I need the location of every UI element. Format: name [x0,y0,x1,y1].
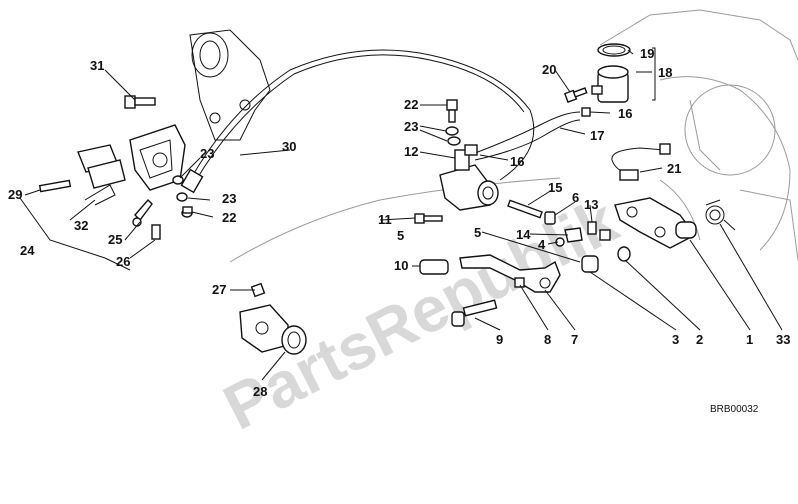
diagram-code: BRB00032 [710,404,759,415]
callout-16-b: 16 [618,106,632,121]
callout-labels: 31 30 23 23 22 29 32 25 24 26 22 23 12 1… [8,46,790,399]
callout-26: 29 [8,187,22,202]
callout-27: 30 [282,139,296,154]
brake-hose [180,49,535,194]
callout-1: 1 [746,332,753,347]
clutch-slave-cylinder [239,282,307,355]
callout-22-a: 22 [222,210,236,225]
callout-16-a: 16 [510,154,524,169]
frame-outline [229,9,798,263]
callout-6: 5 [397,228,404,243]
leader-lines [19,47,783,381]
bolt-11 [414,213,443,224]
callout-7-a: 6 [572,190,579,205]
callout-31: 26 [116,254,130,269]
fluid-reservoir [591,43,631,103]
callout-7-b: 7 [571,332,578,347]
callout-8: 8 [544,332,551,347]
pad-pin [38,179,72,193]
return-spring [705,199,736,231]
brake-pedal [459,254,561,293]
callout-4: 4 [538,237,546,252]
callout-23-c: 23 [404,119,418,134]
callout-22-b: 22 [404,97,418,112]
callout-23-a: 23 [200,146,214,161]
bleed-valve [151,224,161,240]
master-banjo-bolt [445,99,461,146]
callout-9: 9 [496,332,503,347]
callout-11: 11 [378,212,392,227]
bolt-28 [124,95,156,109]
callout-3: 3 [672,332,679,347]
callout-21: 21 [667,161,681,176]
callout-18: 18 [658,65,672,80]
callout-17: 17 [590,128,604,143]
callout-5: 5 [474,225,481,240]
callout-28: 31 [90,58,104,73]
callout-10: 10 [394,258,408,273]
callout-25: 28 [253,384,267,399]
callout-29: 24 [20,243,35,258]
callout-20: 20 [542,62,556,77]
pushrod [507,199,543,219]
reservoir-hose [464,111,581,161]
brake-light-switch [611,143,671,181]
caliper-plug [132,198,153,227]
pedal-rubber [419,259,449,275]
rear-caliper [129,124,186,191]
callout-12: 12 [404,144,418,159]
brake-pads [77,144,126,189]
callout-24: 27 [212,282,226,297]
adjuster-parts [544,211,611,247]
rear-master-cylinder [439,149,499,211]
hose-clip [581,107,591,117]
caliper-bracket [189,29,271,141]
callout-32: 32 [74,218,88,233]
callout-13: 13 [584,197,598,212]
callout-30: 25 [108,232,122,247]
callout-19: 19 [640,46,654,61]
callout-33: 33 [776,332,790,347]
pedal-nut [514,277,525,288]
footrest-bracket [614,197,697,249]
pivot-bolt [451,299,498,327]
callout-2: 2 [696,332,703,347]
callout-15: 15 [548,180,562,195]
pad-spring [84,184,116,206]
callout-23-b: 23 [222,191,236,206]
callout-14: 14 [516,227,531,242]
reservoir-screw [563,87,588,103]
